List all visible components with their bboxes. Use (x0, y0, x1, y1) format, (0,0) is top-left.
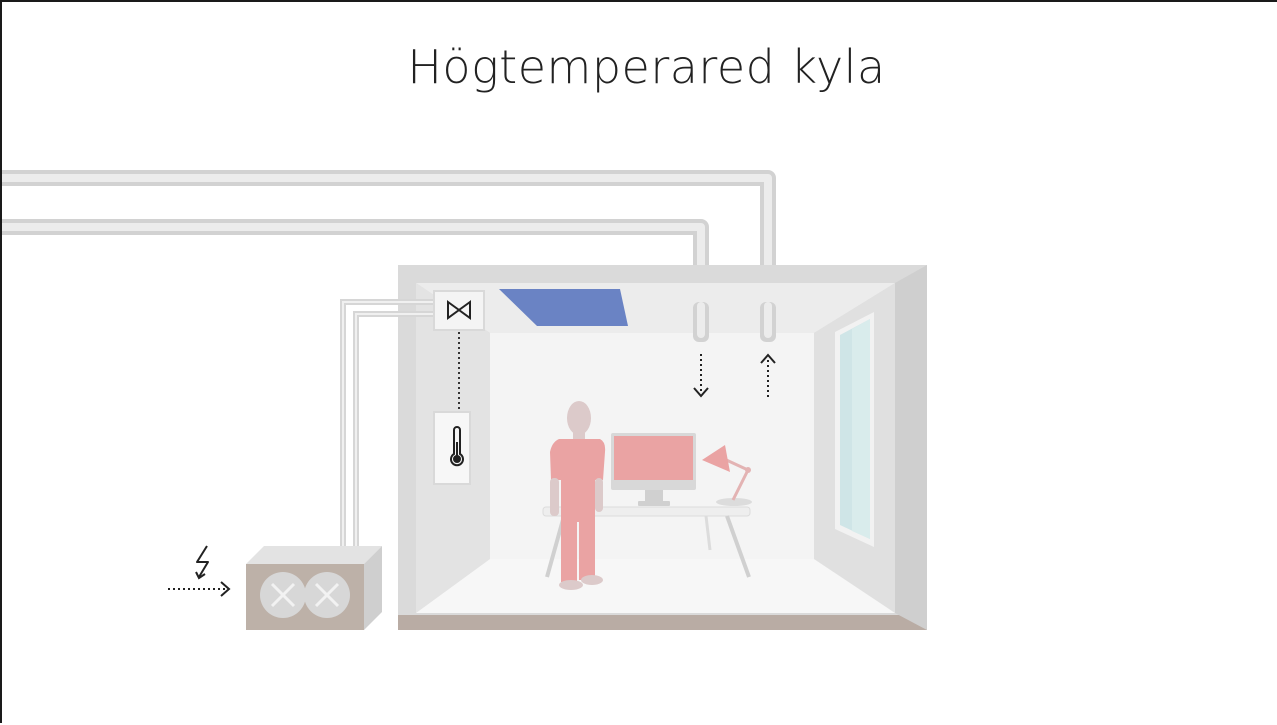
lightning-icon (195, 545, 209, 580)
person (550, 401, 606, 590)
fan-icon (260, 572, 306, 618)
pipe-drops (693, 302, 776, 342)
slide-title: Högtemperared kyla (407, 40, 886, 94)
window (835, 312, 874, 547)
control-valve (433, 290, 485, 331)
heat-flow-arrow (168, 581, 231, 597)
outdoor-chiller-unit (246, 546, 382, 630)
fan-icon (304, 572, 350, 618)
cool-air-down-arrow (693, 354, 709, 398)
valve-pipes (340, 299, 436, 550)
chilled-ceiling-panel (499, 289, 628, 326)
desk-lamp (702, 445, 752, 506)
warm-air-up-arrow (760, 353, 776, 400)
computer-monitor (611, 433, 696, 506)
thermometer-icon (450, 426, 464, 467)
valve-icon (447, 300, 471, 320)
thermostat (433, 411, 471, 485)
